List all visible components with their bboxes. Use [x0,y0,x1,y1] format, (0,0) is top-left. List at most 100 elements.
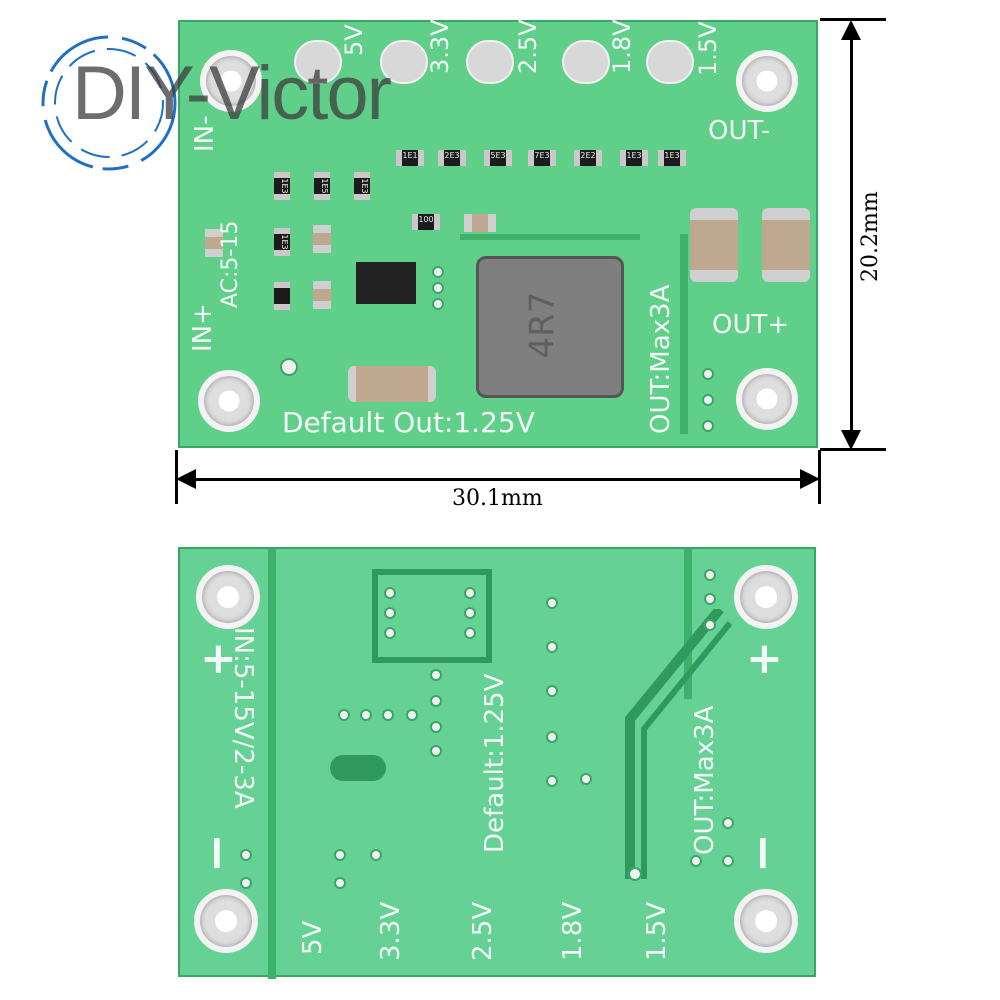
capacitor [313,225,331,253]
mounting-hole [736,50,798,112]
voltage-label-2v5: 2.5V [514,19,542,74]
mounting-hole [198,370,260,432]
via [406,709,418,721]
voltage-label-3v3: 3.3V [376,901,406,961]
input-spec-label: IN:5-15V/2-3A [228,627,258,809]
voltage-label-3v3: 3.3V [426,19,454,74]
voltage-select-pad [466,40,514,84]
mounting-hole [194,889,258,953]
out-max-label: OUT:Max3A [690,705,720,855]
via [464,607,476,619]
via [334,849,346,861]
resistor: 1E3 [658,150,686,166]
power-inductor: 4R7 [476,256,624,398]
resistor: 5E3 [484,150,512,166]
via [464,627,476,639]
via [702,394,714,406]
via [384,627,396,639]
via [384,587,396,599]
via [702,420,714,432]
via [546,685,558,697]
via [702,368,714,380]
arrowhead-icon [841,430,861,450]
capacitor [313,281,331,309]
via [690,855,702,867]
mounting-hole [196,565,260,629]
resistor-100: 100 [412,214,440,230]
default-label: Default:1.25V [480,673,510,853]
out-plus-label: OUT+ [712,310,790,340]
watermark-text: DIY-Victor [72,51,392,136]
resistor: 1E3 [274,228,290,256]
via [464,587,476,599]
via [704,593,716,605]
arrowhead-icon [176,469,196,489]
dimension-tick [820,448,886,451]
output-capacitor [690,208,738,282]
resistor: 2E3 [438,150,466,166]
input-capacitor [348,366,436,402]
voltage-label-1v8: 1.8V [558,901,588,961]
watermark-ring-icon [41,35,177,171]
dimension-tick [175,450,178,504]
via [432,298,444,310]
minus-sign: − [734,832,791,874]
via [430,695,442,707]
mounting-hole [200,50,262,112]
pcb-trace-diagonal [625,609,733,879]
dimension-tick [818,450,821,504]
voltage-label-1v5: 1.5V [642,901,672,961]
via [370,849,382,861]
resistor: 1E5 [314,172,330,200]
resistor: 2E2 [574,150,602,166]
via [280,358,298,376]
via [704,569,716,581]
via [430,721,442,733]
voltage-label-5v: 5V [298,920,328,955]
in-plus-label: IN+ [188,303,218,352]
resistor: 1E1 [396,150,424,166]
via [240,849,252,861]
ac-label: AC:5-15 [218,220,243,308]
output-capacitor [762,208,810,282]
resistor: 1E3 [354,172,370,200]
minus-sign: − [188,832,245,874]
default-out-label: Default Out:1.25V [282,406,535,439]
via [432,266,444,278]
pcb-trace [372,569,492,663]
inductor-code: 4R7 [522,291,563,359]
plus-sign: + [200,633,237,684]
via [360,709,372,721]
via [546,775,558,787]
pcb-trace [684,549,692,699]
dimension-tick [820,18,886,21]
via [628,867,642,881]
out-max-label: OUT:Max3A [646,284,676,434]
via [432,282,444,294]
mounting-hole [736,368,798,430]
via [384,607,396,619]
dimension-line-horizontal [186,478,810,481]
mounting-hole [734,565,798,629]
arrowhead-icon [800,469,820,489]
resistor: 1E3 [620,150,648,166]
via [546,597,558,609]
voltage-label-1v8: 1.8V [608,19,636,74]
pcb-trace [460,234,640,240]
via [722,855,734,867]
via [382,709,394,721]
resistor: 1E3 [274,172,290,200]
width-dimension-label: 30.1mm [452,486,543,511]
regulator-ic [356,262,416,304]
voltage-label-1v5: 1.5V [694,21,722,76]
via [430,745,442,757]
out-minus-label: OUT- [708,116,771,146]
slot-pad [330,755,386,781]
dimension-line-vertical [850,28,853,440]
height-dimension-label: 20.2mm [858,191,883,282]
pcb-trace [268,549,276,979]
resistor: 7E3 [528,150,556,166]
via [580,773,592,785]
top-pcb-board: 5V 3.3V 2.5V 1.8V 1.5V 1E1 2E3 5E3 7E3 2… [178,19,818,448]
resistor [274,282,290,310]
